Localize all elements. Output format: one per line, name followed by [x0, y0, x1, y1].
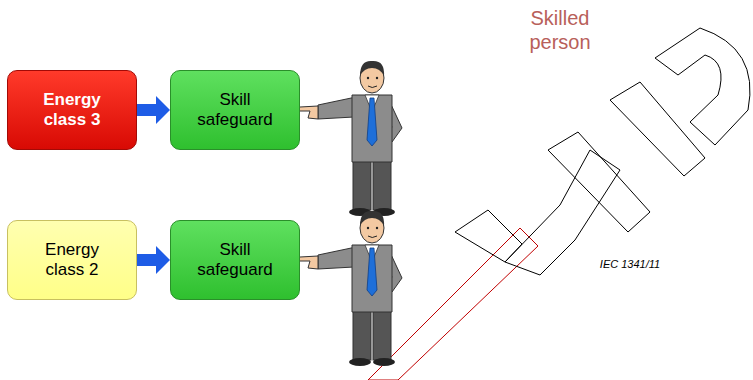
- node-text: Skill safeguard: [189, 240, 281, 280]
- role-label: Skilled person: [500, 6, 620, 54]
- flow-arrow: [137, 104, 160, 116]
- safeguard-box: Skill safeguard: [170, 70, 300, 150]
- flow-arrow: [137, 254, 160, 266]
- energy-class-box: Energy class 3: [7, 70, 137, 150]
- node-text: Energy class 2: [26, 240, 118, 280]
- node-text: Skill safeguard: [189, 90, 281, 130]
- skilled-person-figure: [298, 61, 402, 216]
- energy-class-box: Energy class 2: [7, 220, 137, 300]
- node-text: Energy class 3: [26, 90, 118, 130]
- watermark-outline: [368, 28, 750, 380]
- safeguard-box: Skill safeguard: [170, 220, 300, 300]
- skilled-person-figure: [298, 211, 402, 366]
- figure-reference: IEC 1341/11: [555, 257, 705, 271]
